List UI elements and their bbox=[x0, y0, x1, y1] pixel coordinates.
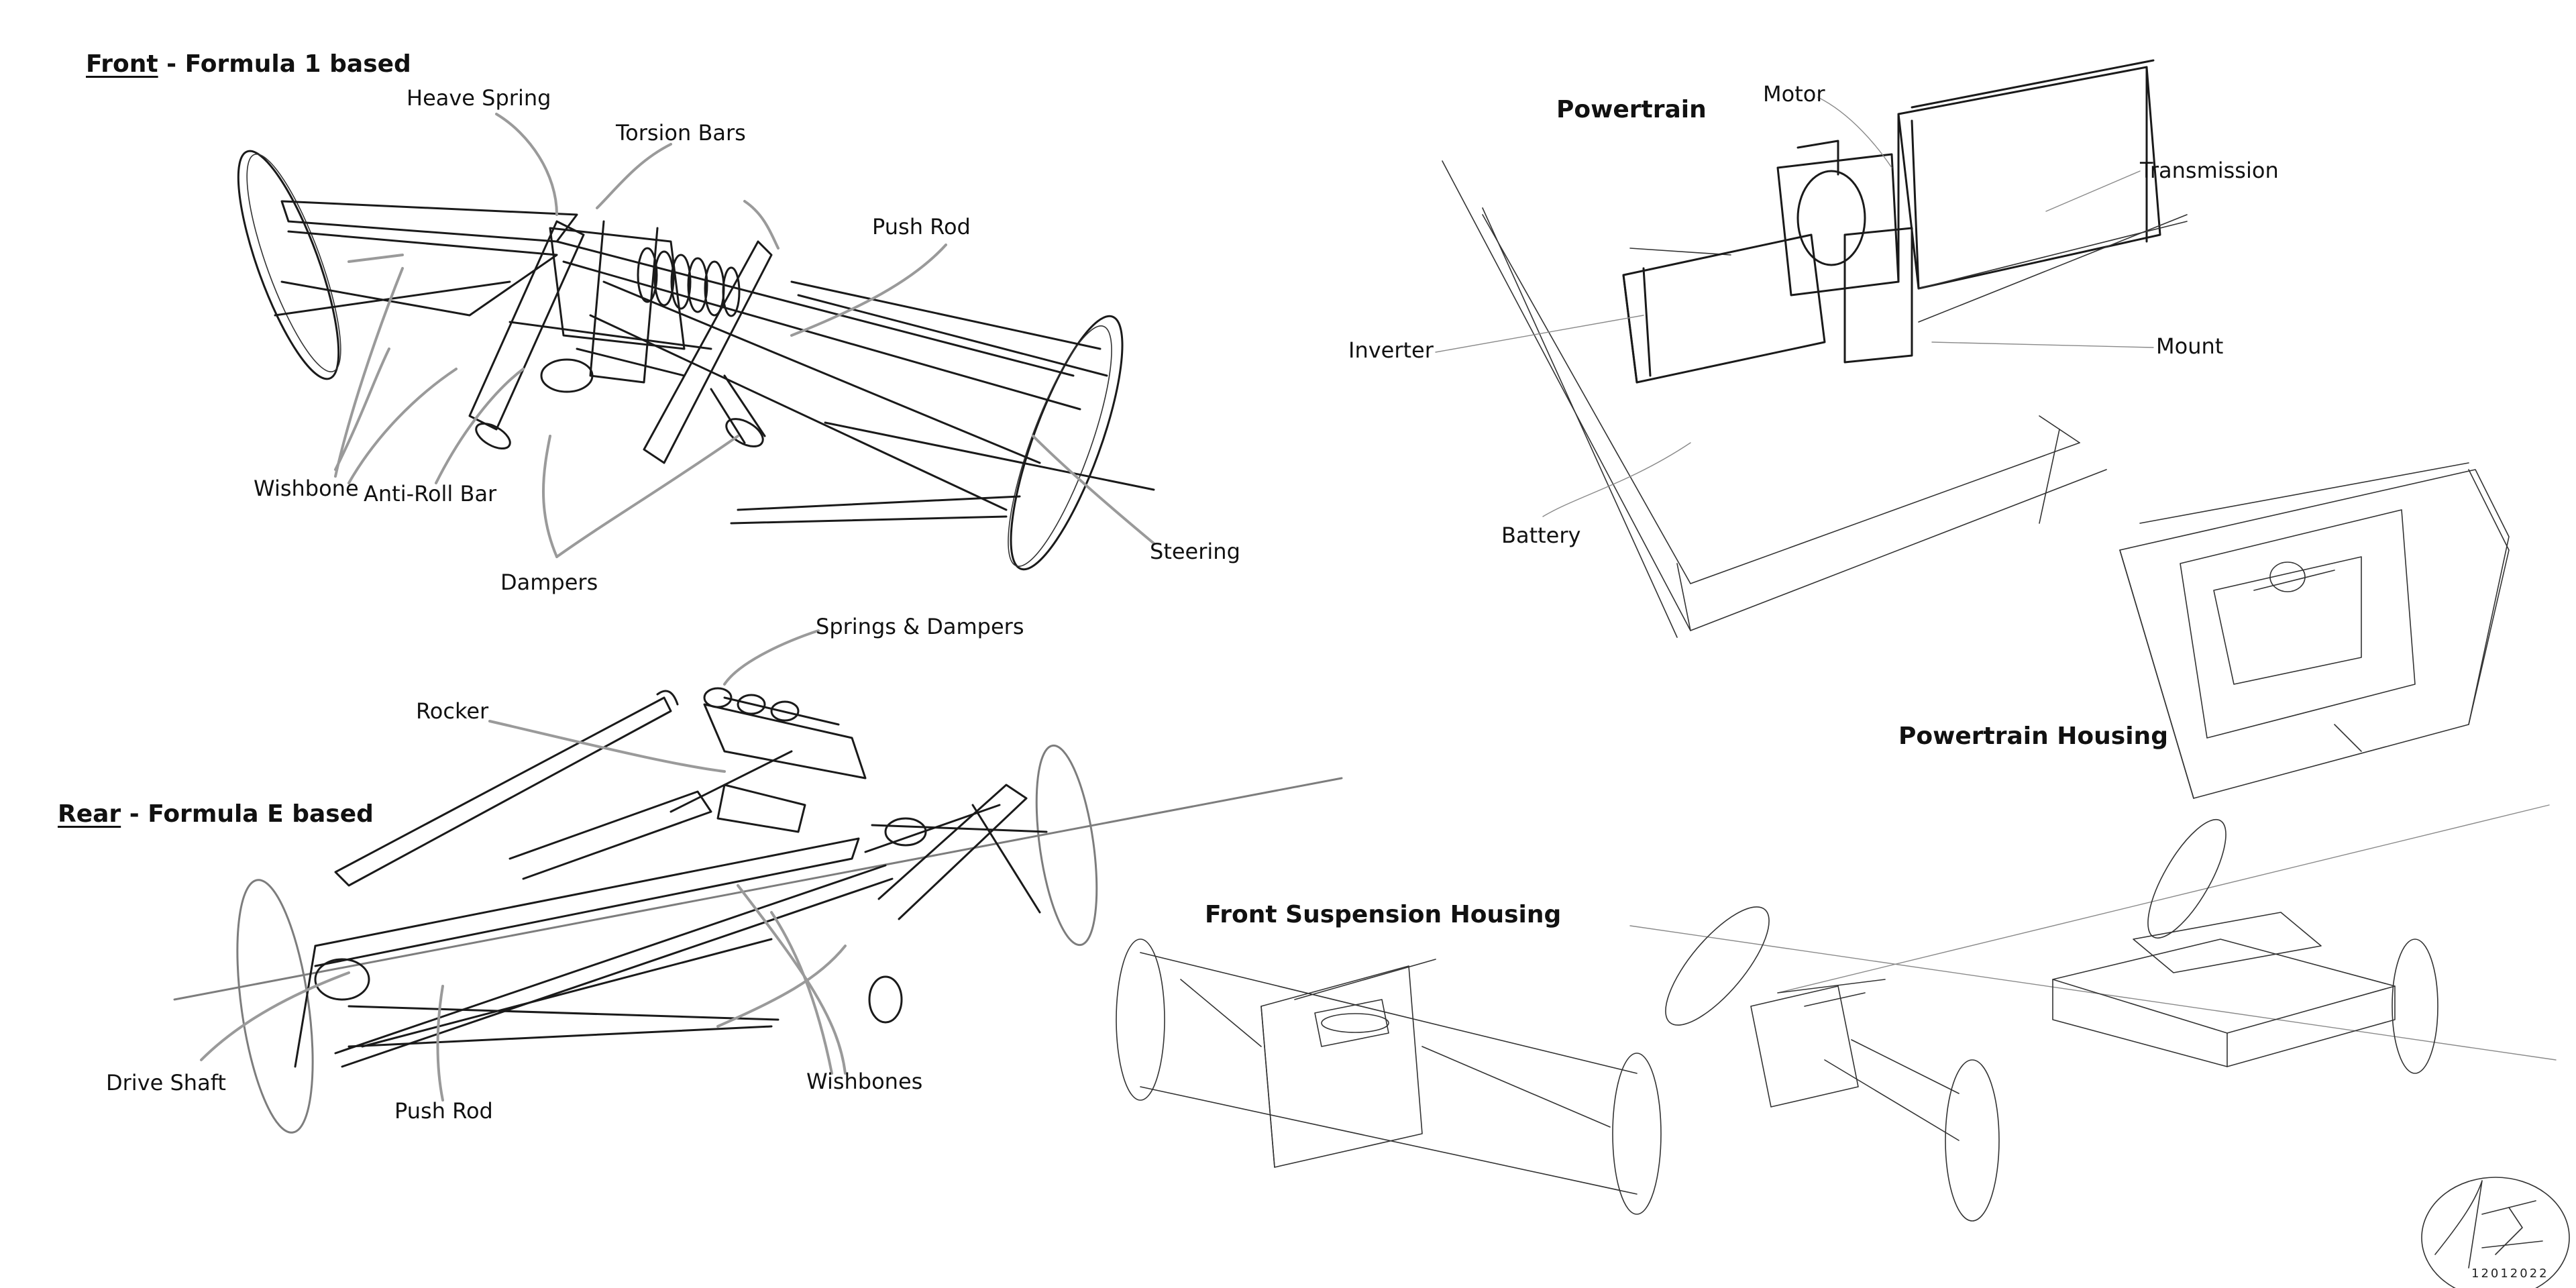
label-wishbone: Wishbone bbox=[254, 476, 359, 501]
label-dampers: Dampers bbox=[500, 570, 598, 595]
rear-suspension-sketch bbox=[173, 629, 1343, 1134]
label-motor: Motor bbox=[1763, 81, 1825, 107]
chassis-overview-sketch bbox=[1629, 804, 2557, 1222]
powertrain-housing-sketch bbox=[2119, 462, 2510, 799]
label-mount: Mount bbox=[2156, 333, 2224, 359]
label-torsion-bars: Torsion Bars bbox=[616, 120, 746, 146]
front-suspension-housing-heading: Front Suspension Housing bbox=[1205, 901, 1562, 928]
powertrain-housing-heading: Powertrain Housing bbox=[1898, 722, 2168, 750]
front-heading-emphasis: Front bbox=[86, 50, 158, 78]
label-rocker: Rocker bbox=[416, 698, 489, 724]
front-suspension-housing-sketch bbox=[1116, 938, 1662, 1215]
label-drive-shaft: Drive Shaft bbox=[106, 1070, 226, 1095]
artist-signature bbox=[2421, 1177, 2570, 1288]
label-anti-roll-bar: Anti-Roll Bar bbox=[364, 481, 497, 506]
powertrain-sketch bbox=[1435, 59, 2188, 638]
label-heave-spring: Heave Spring bbox=[407, 85, 551, 111]
label-push-rod-front: Push Rod bbox=[872, 214, 971, 239]
label-wishbones: Wishbones bbox=[806, 1069, 923, 1094]
label-battery: Battery bbox=[1501, 523, 1581, 548]
rear-heading-rest: - Formula E based bbox=[121, 800, 374, 828]
label-transmission: Transmission bbox=[2140, 158, 2279, 183]
front-suspension-sketch bbox=[237, 113, 1155, 571]
label-springs-dampers: Springs & Dampers bbox=[816, 614, 1024, 639]
rear-heading-emphasis: Rear bbox=[58, 800, 121, 828]
front-suspension-heading: Front - Formula 1 based bbox=[86, 52, 411, 76]
powertrain-heading: Powertrain bbox=[1556, 96, 1707, 123]
rear-suspension-heading: Rear - Formula E based bbox=[58, 802, 374, 826]
label-steering: Steering bbox=[1150, 539, 1240, 564]
signature-date: 12012022 bbox=[2471, 1267, 2549, 1281]
front-heading-rest: - Formula 1 based bbox=[158, 50, 411, 78]
label-push-rod-rear: Push Rod bbox=[394, 1098, 493, 1124]
label-inverter: Inverter bbox=[1348, 337, 1434, 363]
